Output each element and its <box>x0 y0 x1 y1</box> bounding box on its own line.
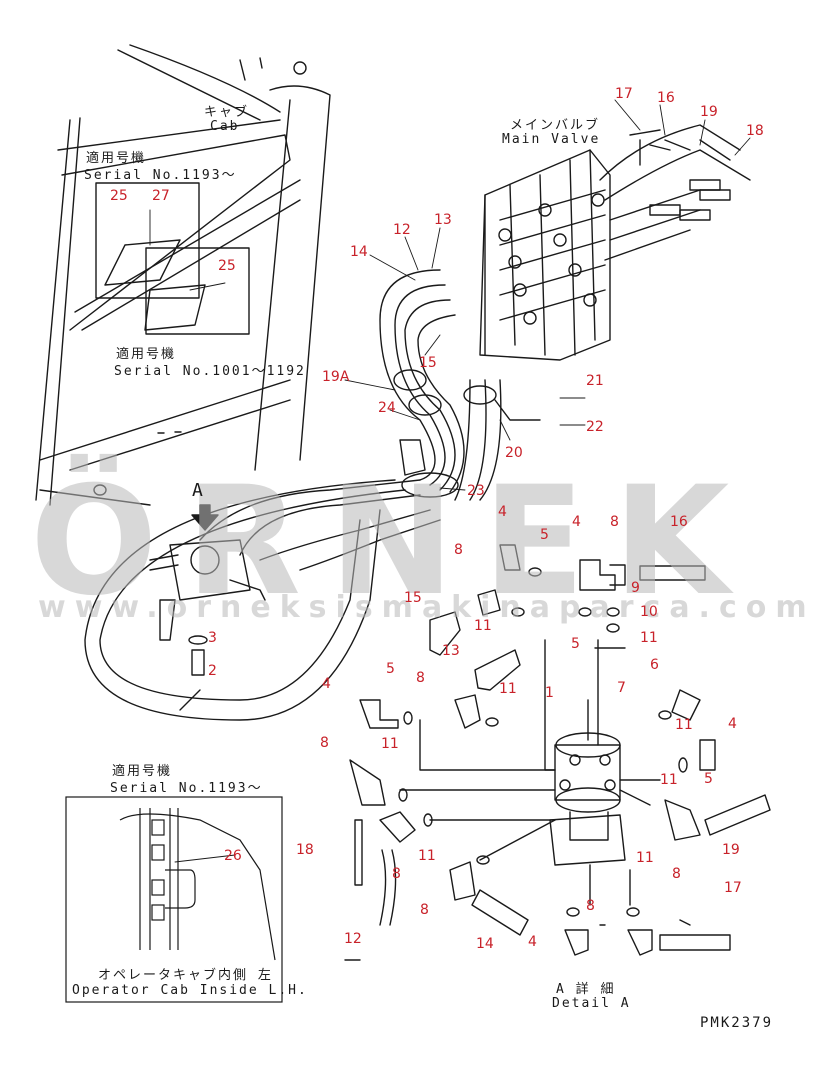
callout: 2 <box>208 663 217 679</box>
callout: 11 <box>418 848 436 864</box>
callout: 23 <box>467 483 485 499</box>
callout: 25 <box>218 258 236 274</box>
callout: 7 <box>617 680 626 696</box>
callout: 19A <box>322 369 350 385</box>
callout: 5 <box>540 527 549 543</box>
callout: 17 <box>724 880 742 896</box>
inset-panel <box>65 796 283 1003</box>
main-valve-drawing <box>479 149 611 361</box>
callout: 12 <box>344 931 362 947</box>
callout: 11 <box>474 618 492 634</box>
swivel-joint-drawing <box>399 639 661 906</box>
callout: 8 <box>672 866 681 882</box>
callout: 4 <box>528 934 537 950</box>
valve-hoses <box>599 124 751 261</box>
detail-a-pump-small <box>149 539 266 676</box>
callout: 22 <box>586 419 604 435</box>
callout: 24 <box>378 400 396 416</box>
callout: 11 <box>636 850 654 866</box>
main-valve-en: Main Valve <box>502 132 601 147</box>
callout: 8 <box>420 902 429 918</box>
callout: 3 <box>208 630 217 646</box>
callout: 5 <box>571 636 580 652</box>
fittings <box>344 544 771 961</box>
callout: 9 <box>631 580 640 596</box>
callout: 10 <box>640 604 658 620</box>
callout: 11 <box>381 736 399 752</box>
inset-caption-jp: オペレータキャブ内側 左 <box>98 968 273 983</box>
drawing-number: PMK2379 <box>700 1015 774 1031</box>
main-valve-jp: メインバルブ <box>510 118 601 133</box>
callout: 11 <box>675 717 693 733</box>
serial-box-top <box>95 182 200 299</box>
callout: 11 <box>499 681 517 697</box>
inset-caption-en: Operator Cab Inside L.H. <box>72 983 308 998</box>
serial-mid-jp: 適用号機 <box>116 347 177 362</box>
leader-lines <box>149 99 751 863</box>
callout: 13 <box>434 212 452 228</box>
callout: 15 <box>404 590 422 606</box>
serial-inset-jp: 適用号機 <box>112 764 173 779</box>
callout: 1 <box>545 685 554 701</box>
callout: 8 <box>586 898 595 914</box>
serial-top-en: Serial No.1193～ <box>84 168 237 183</box>
cab-label-en: Cab <box>210 119 240 134</box>
callout: 19 <box>700 104 718 120</box>
callout: 5 <box>704 771 713 787</box>
detail-a-en: Detail A <box>552 996 631 1011</box>
cab-frame <box>35 44 331 506</box>
callout: 12 <box>393 222 411 238</box>
callout: 8 <box>320 735 329 751</box>
callout: 15 <box>419 355 437 371</box>
detail-a-jp: A 詳 細 <box>556 982 616 997</box>
callout: 11 <box>660 772 678 788</box>
watermark-url: www.orneksismakinaparca.com.tr <box>38 590 816 625</box>
arrow-a-label: A <box>192 480 205 501</box>
callout: 8 <box>610 514 619 530</box>
callout: 25 <box>110 188 128 204</box>
callout: 11 <box>640 630 658 646</box>
serial-top-jp: 適用号機 <box>86 151 147 166</box>
callout: 4 <box>322 676 331 692</box>
callout: 8 <box>454 542 463 558</box>
callout: 8 <box>416 670 425 686</box>
cab-label-jp: キャブ <box>204 105 250 120</box>
callout: 4 <box>728 716 737 732</box>
callout: 5 <box>386 661 395 677</box>
serial-box-mid <box>145 247 250 335</box>
callout: 4 <box>572 514 581 530</box>
callout: 4 <box>498 504 507 520</box>
serial-inset-en: Serial No.1193～ <box>110 781 263 796</box>
callout: 14 <box>350 244 368 260</box>
callout: 17 <box>615 86 633 102</box>
callout: 20 <box>505 445 523 461</box>
callout: 6 <box>650 657 659 673</box>
callout: 18 <box>746 123 764 139</box>
callout: 13 <box>442 643 460 659</box>
hose-bundle <box>379 269 541 501</box>
callout: 18 <box>296 842 314 858</box>
callout: 16 <box>670 514 688 530</box>
watermark-brand: ÖRNEK <box>30 455 758 629</box>
callout: 8 <box>392 866 401 882</box>
callout: 26 <box>224 848 242 864</box>
callout: 16 <box>657 90 675 106</box>
serial-mid-en: Serial No.1001～1192 <box>114 364 306 379</box>
callout: 27 <box>152 188 170 204</box>
callout: 14 <box>476 936 494 952</box>
callout: 21 <box>586 373 604 389</box>
callout: 19 <box>722 842 740 858</box>
